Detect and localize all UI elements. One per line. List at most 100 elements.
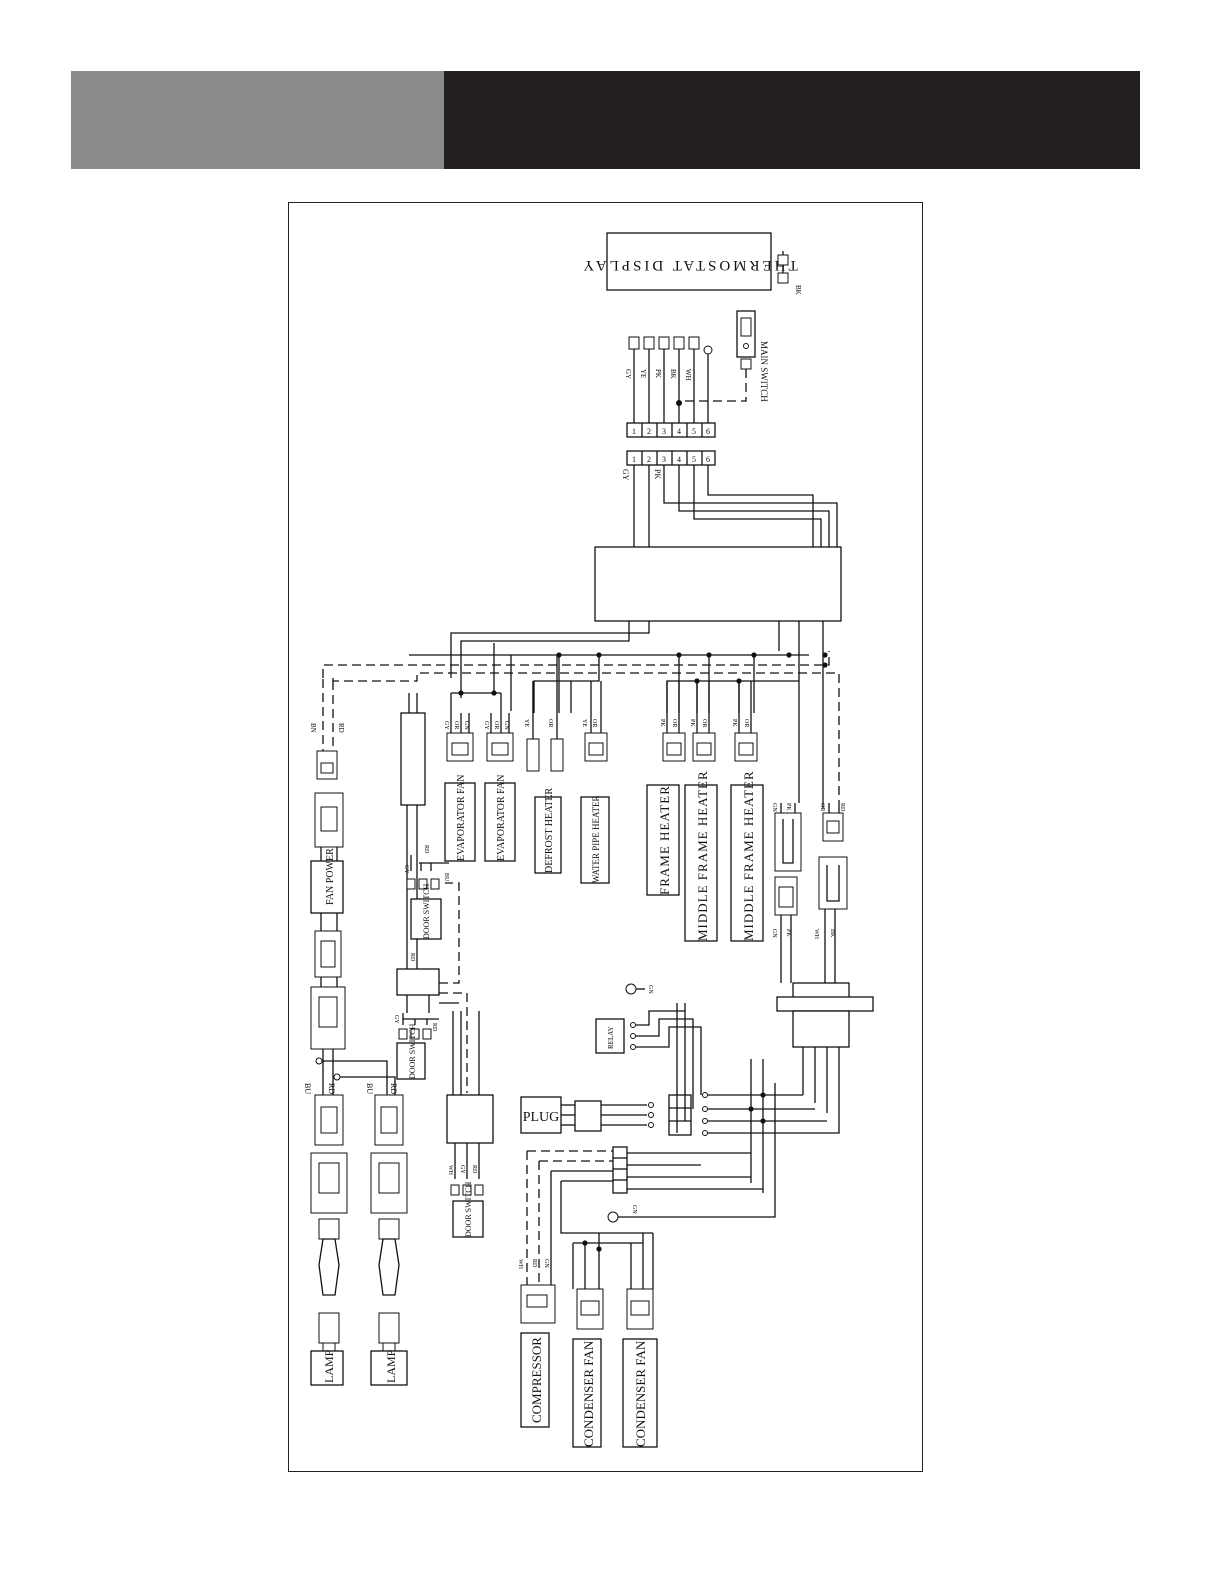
evaporator-fan-2-label: EVAPORATOR FAN	[496, 775, 507, 861]
terminal-lower-2: 2	[647, 455, 651, 464]
terminal-lower-3: 3	[662, 455, 666, 464]
thermostat-display-label: THERMOSTAT DISPLAY	[580, 257, 797, 273]
wire-label-or-defrost: OR	[547, 719, 553, 727]
defrost-heater-label: DEFROST HEATER	[544, 788, 555, 873]
wires-to-control-box	[633, 465, 838, 547]
wire-label-gy-top: GY	[624, 369, 632, 379]
wire-label-rd-left1: RD	[327, 1083, 336, 1094]
middle-frame-heater-1-label: MIDDLE FRAME HEATER	[695, 770, 710, 941]
right-side-connectors: GN PK OR RD GN PK WH BK	[771, 803, 848, 983]
door-switch-2: DOOR SWITCH GY RD	[393, 1013, 439, 1080]
wire-label-ye-defrost: YE	[523, 719, 529, 727]
wire-label-bk-right: BK	[829, 929, 835, 938]
terminal-upper-6: 6	[706, 427, 710, 436]
wire-label-wh-top: WH	[684, 369, 692, 381]
terminal-upper-1: 1	[632, 427, 636, 436]
ground-terminal-lower	[607, 1083, 776, 1223]
wire-label-ye-wph: YE	[581, 719, 587, 727]
wiring-diagram: THERMOSTAT DISPLAY BK MAIN SWITCH GY	[303, 232, 874, 1448]
terminal-upper-2: 2	[647, 427, 651, 436]
wire-label-pk-right1: PK	[785, 803, 791, 811]
display-ground-lead: BK	[777, 251, 802, 295]
wiring-diagram-frame: THERMOSTAT DISPLAY BK MAIN SWITCH GY	[288, 202, 923, 1472]
wire-label-pk-right2: PK	[785, 929, 791, 937]
wire-label-pk-mfh1: PK	[689, 719, 695, 727]
evaporator-fan-2: EVAPORATOR FAN GY OR GN	[483, 713, 516, 862]
thermostat-display: THERMOSTAT DISPLAY	[580, 232, 798, 291]
wire-label-rd-ds3: RD	[471, 1165, 477, 1174]
main-switch: MAIN SWITCH	[736, 310, 769, 402]
door-switch-2-label: DOOR SWITCH	[408, 1023, 417, 1079]
wire-label-gn-evap1: GN	[463, 721, 469, 730]
middle-frame-heater-1: MIDDLE FRAME HEATER PK OR	[684, 681, 718, 942]
condenser-fan-1: CONDENSER FAN	[560, 1181, 643, 1448]
wire-label-rd-ds1: RD	[423, 845, 429, 854]
wire-label-wh-ds3: WH	[447, 1165, 453, 1176]
wire-label-rd-ds2: RD	[431, 1023, 437, 1032]
wire-label-or-wph: OR	[591, 719, 597, 727]
evaporator-fan-1: EVAPORATOR FAN GY OR GN	[443, 713, 476, 862]
header-band	[71, 71, 1140, 169]
condenser-fan-2-label: CONDENSER FAN	[633, 1340, 648, 1447]
lamp-2: LAMP	[370, 1094, 408, 1386]
terminal-block-lower: 1 2 3 4 5 6 GY PK	[621, 450, 716, 481]
compressor-terminal-block: GN	[527, 1146, 763, 1214]
door-switch-3-label: DOOR SWITCH	[464, 1181, 473, 1237]
wire-label-gy-evap2: GY	[483, 721, 489, 730]
wire-label-or-right: OR	[819, 803, 825, 811]
plug: PLUG	[520, 1059, 840, 1193]
top-left-connector: BN RD	[309, 679, 345, 780]
left-column-connectors: FAN POWER BU RD BU RD	[303, 792, 398, 1095]
wire-label-gn-ground1: GN	[647, 985, 653, 994]
water-pipe-heater: WATER PIPE HEATER YE OR	[580, 681, 610, 884]
ground-terminal-upper: GN	[625, 983, 653, 995]
relay: RELAY	[595, 1003, 702, 1059]
evaporator-fan-1-label: EVAPORATOR FAN	[456, 775, 467, 861]
header-right-block	[444, 71, 1140, 169]
wire-label-gn-right2: GN	[771, 929, 777, 938]
door-switch-1-label: DOOR SWITCH	[422, 883, 431, 939]
wire-label-pk-lower: PK	[653, 469, 662, 479]
terminal-upper-3: 3	[662, 427, 666, 436]
wire-label-gy-ds3: GY	[459, 1165, 465, 1174]
header-left-block	[71, 71, 444, 169]
wire-label-rd-left: RD	[337, 723, 345, 733]
terminal-upper-4: 4	[677, 427, 681, 436]
wire-label-wh-comp: WH	[517, 1259, 523, 1270]
wire-label-ye-top: YE	[639, 369, 647, 378]
middle-frame-heater-2-label: MIDDLE FRAME HEATER	[741, 770, 756, 941]
wire-label-or-fh: OR	[671, 719, 677, 727]
condenser-fan-1-label: CONDENSER FAN	[581, 1340, 596, 1447]
water-pipe-heater-label: WATER PIPE HEATER	[591, 796, 601, 884]
lamp-1-label: LAMP	[322, 1349, 336, 1383]
wire-label-pk-top: PK	[654, 369, 662, 378]
wire-label-or-evap2: OR	[493, 721, 499, 729]
wire-label-gn-right1: GN	[771, 803, 777, 812]
wire-label-gy-ds2: GY	[393, 1015, 399, 1024]
wire-label-rd-left2: RD	[389, 1083, 398, 1094]
lower-junction	[446, 1094, 494, 1179]
door-switch-3: DOOR SWITCH WH GY RD	[447, 1165, 484, 1238]
defrost-heater: DEFROST HEATER YE OR	[523, 655, 564, 874]
plug-label: PLUG	[523, 1110, 560, 1125]
wire-label-gy-ds1: GY	[403, 865, 409, 874]
terminal-block-upper: 1 2 3 4 5 6	[626, 422, 716, 438]
wire-label-gy-lower: GY	[621, 469, 630, 481]
fan-power-label: FAN POWER	[325, 848, 336, 905]
wire-label-gn-evap2: GN	[503, 721, 509, 730]
wire-label-gy-evap1: GY	[443, 721, 449, 730]
terminal-lower-1: 1	[632, 455, 636, 464]
lamp-2-label: LAMP	[384, 1349, 398, 1383]
wire-label-or-evap1: OR	[453, 721, 459, 729]
relay-label: RELAY	[607, 1026, 615, 1049]
upper-plug-connectors: GY YE PK BK WH	[624, 336, 713, 423]
wire-label-bn-left: BN	[309, 723, 317, 733]
middle-frame-heater-2: MIDDLE FRAME HEATER PK OR	[730, 681, 764, 942]
wire-label-bu-left1: BU	[303, 1083, 312, 1094]
frame-heater: FRAME HEATER PK OR	[646, 681, 686, 896]
wire-label-wh-right: WH	[813, 929, 819, 940]
wire-label-gn-comp: GN	[543, 1259, 549, 1268]
wire-label-rd-comp: RD	[531, 1259, 537, 1268]
terminal-lower-6: 6	[706, 455, 710, 464]
door-switch-1: DOOR SWITCH GY RD BU	[403, 845, 449, 940]
